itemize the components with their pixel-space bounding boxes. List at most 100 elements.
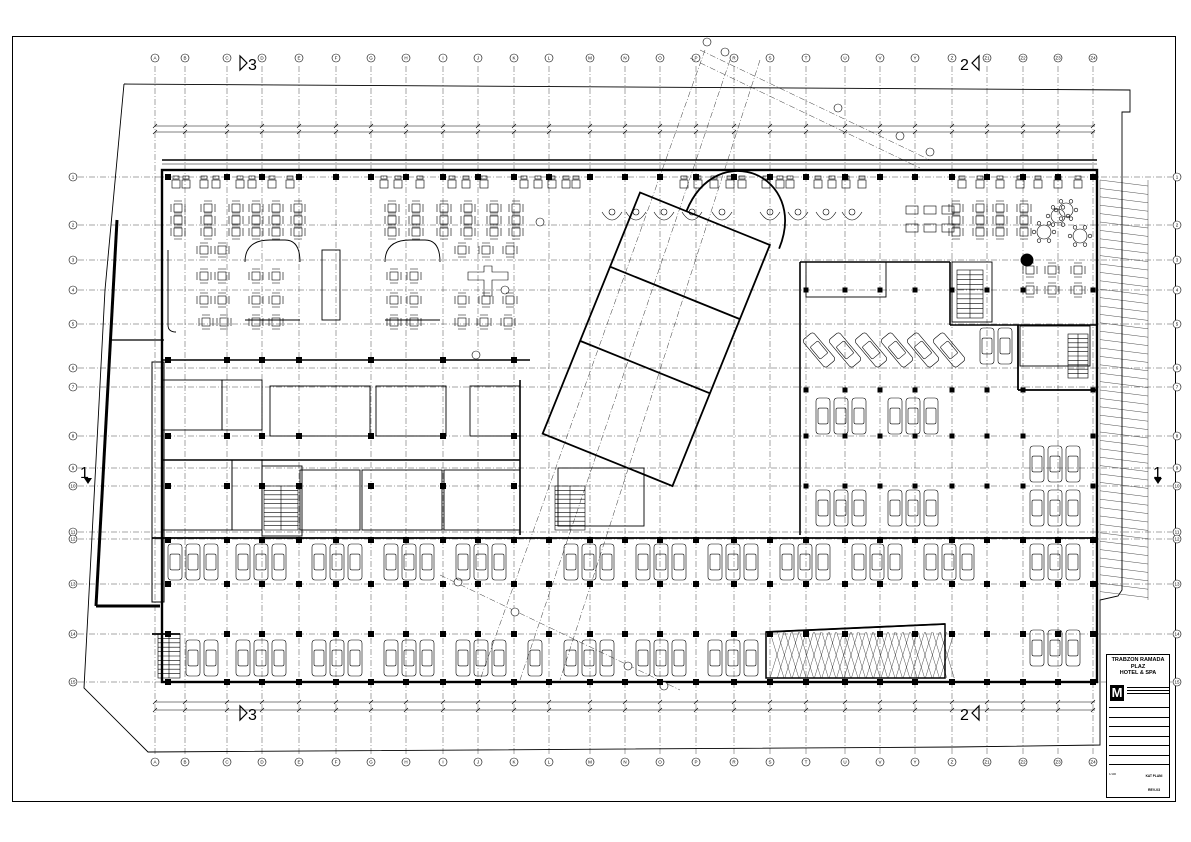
parked-car bbox=[401, 543, 417, 581]
column bbox=[877, 174, 883, 180]
column bbox=[440, 433, 446, 439]
room bbox=[361, 469, 443, 531]
grid-bubble-label: F bbox=[335, 56, 338, 61]
column bbox=[259, 357, 265, 363]
grid-bubble-label: G bbox=[369, 56, 373, 61]
column bbox=[1090, 631, 1096, 637]
grid-bubble-label: 4 bbox=[1176, 288, 1179, 293]
parked-car bbox=[802, 332, 836, 368]
column bbox=[693, 174, 699, 180]
grid-bubble-label: Z4 bbox=[1090, 760, 1096, 765]
grid-bubble-label: H bbox=[404, 760, 407, 765]
column bbox=[984, 483, 990, 489]
column bbox=[165, 581, 171, 587]
grid-bubble-row: 4 bbox=[68, 285, 78, 295]
parked-car bbox=[419, 543, 435, 581]
parked-car bbox=[1029, 489, 1045, 527]
parked-car bbox=[880, 332, 914, 368]
column bbox=[842, 631, 848, 637]
grid-bubble-col: S bbox=[765, 757, 775, 767]
column bbox=[511, 174, 517, 180]
grid-bubble-col: P bbox=[691, 53, 701, 63]
room bbox=[221, 379, 263, 431]
column bbox=[475, 631, 481, 637]
parked-car bbox=[743, 639, 759, 677]
grid-bubble-col: F bbox=[331, 757, 341, 767]
grid-bubble-label: K bbox=[512, 760, 515, 765]
grid-bubble-col: G bbox=[366, 53, 376, 63]
grid-bubble-label: U bbox=[843, 760, 846, 765]
parked-car bbox=[653, 543, 669, 581]
column bbox=[877, 581, 883, 587]
parked-car bbox=[1047, 629, 1063, 667]
section-marker-1-right: 1 bbox=[1153, 465, 1162, 484]
grid-bubble-col: L bbox=[544, 757, 554, 767]
parked-car bbox=[383, 543, 399, 581]
grid-bubble-label: K bbox=[512, 56, 515, 61]
room bbox=[469, 385, 521, 437]
parked-car bbox=[869, 543, 885, 581]
column bbox=[224, 483, 230, 489]
parked-car bbox=[563, 639, 579, 677]
column bbox=[475, 679, 481, 685]
ramp-hatch bbox=[769, 631, 955, 679]
grid-bubble-row: 15 bbox=[1172, 677, 1182, 687]
parked-car bbox=[979, 327, 995, 365]
column bbox=[475, 581, 481, 587]
grid-bubble-col: N bbox=[620, 757, 630, 767]
column bbox=[767, 537, 773, 543]
column bbox=[1055, 679, 1061, 685]
parked-car bbox=[455, 639, 471, 677]
column bbox=[912, 679, 918, 685]
grid-bubble-label: A bbox=[153, 760, 156, 765]
grid-bubble-col: H bbox=[401, 757, 411, 767]
column bbox=[842, 287, 848, 293]
parked-car bbox=[383, 639, 399, 677]
column bbox=[842, 174, 848, 180]
parked-car bbox=[743, 543, 759, 581]
column bbox=[984, 174, 990, 180]
column bbox=[296, 174, 302, 180]
grid-bubble-label: L bbox=[548, 56, 551, 61]
section-label-3-bottom: 3 bbox=[248, 707, 257, 724]
grid-bubble-label: P bbox=[694, 56, 697, 61]
grid-bubble-label: N bbox=[623, 56, 626, 61]
column bbox=[877, 287, 883, 293]
parked-car bbox=[707, 543, 723, 581]
column bbox=[440, 357, 446, 363]
column bbox=[767, 581, 773, 587]
column bbox=[693, 631, 699, 637]
parked-car bbox=[235, 639, 251, 677]
column bbox=[587, 631, 593, 637]
section-marker-3-top: 3 bbox=[239, 54, 257, 74]
column bbox=[296, 357, 302, 363]
parked-car bbox=[815, 489, 831, 527]
parked-car bbox=[932, 332, 966, 368]
grid-bubble-label: R bbox=[732, 56, 736, 61]
column bbox=[842, 581, 848, 587]
grid-bubble-label: I bbox=[442, 56, 443, 61]
parked-car bbox=[329, 543, 345, 581]
column bbox=[842, 387, 848, 393]
inclined-grid bbox=[439, 49, 931, 691]
column bbox=[803, 537, 809, 543]
grid-bubble-col: T bbox=[801, 53, 811, 63]
parked-car bbox=[851, 543, 867, 581]
grid-bubble-label: P bbox=[694, 760, 697, 765]
parked-car bbox=[854, 332, 888, 368]
column bbox=[296, 433, 302, 439]
parked-car bbox=[401, 639, 417, 677]
parked-car bbox=[1029, 445, 1045, 483]
grid-bubble-label: Z2 bbox=[1020, 760, 1026, 765]
grid-bubble-col: O bbox=[655, 53, 665, 63]
section-label-1-right: 1 bbox=[1153, 465, 1162, 482]
grid-bubble-label: V bbox=[878, 56, 881, 61]
column bbox=[949, 387, 955, 393]
grid-bubble-label: 15 bbox=[1174, 680, 1180, 685]
grid-bubble-label: 6 bbox=[72, 366, 75, 371]
parked-car bbox=[815, 397, 831, 435]
inclined-grid-bubble bbox=[623, 661, 633, 671]
west-retaining-wall bbox=[94, 219, 119, 607]
column bbox=[259, 581, 265, 587]
firm-name-lines bbox=[1127, 686, 1169, 694]
